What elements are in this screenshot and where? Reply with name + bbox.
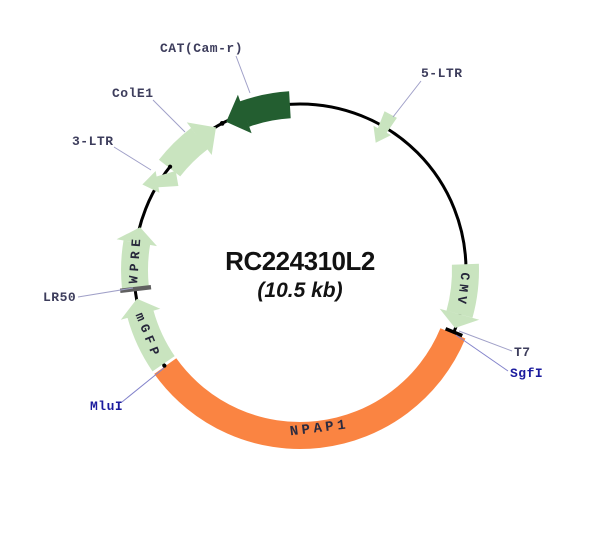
plasmid-size-subtitle: (10.5 kb): [257, 279, 342, 302]
callout-line-t7: [458, 330, 513, 352]
feature-arrow-wpre: [116, 227, 157, 289]
callout-line-3ltr: [113, 146, 152, 171]
site-junction-dot-cat-cole1: [219, 121, 225, 126]
label-mlui: MluI: [90, 399, 123, 414]
label-lr50: LR50: [43, 290, 76, 305]
label-sgfi: SgfI: [510, 366, 543, 381]
label-t7: T7: [514, 345, 531, 360]
feature-arrow-cmv: [439, 263, 480, 328]
callout-line-mlui: [121, 367, 165, 403]
site-lr50-gray-bar: [119, 284, 152, 294]
feature-arrow-3ltr: [142, 170, 179, 193]
feature-label-wpre: WPRE: [126, 234, 144, 284]
feature-label-cmv: CMV: [453, 272, 472, 309]
label-5ltr: 5-LTR: [421, 66, 463, 81]
plasmid-title: RC224310L2: [225, 246, 375, 276]
site-junction-dot-3ltr-cole1: [168, 164, 173, 169]
feature-arc-npap1: [154, 328, 466, 449]
feature-arrow-cole1: [158, 122, 216, 177]
site-mlui-site-dot: [162, 363, 167, 368]
feature-label-npap1: NPAP1: [289, 417, 350, 440]
callout-line-sgfi: [455, 334, 509, 372]
label-cat: CAT(Cam-r): [160, 41, 243, 56]
label-cole1: ColE1: [112, 86, 154, 101]
site-t7-sgfi-site-tick: [444, 327, 463, 338]
callout-line-cole1: [152, 99, 186, 133]
feature-arrow-5ltr: [373, 111, 397, 143]
feature-arrow-mgfp: [120, 298, 175, 372]
callout-line-5ltr: [392, 80, 422, 118]
callout-line-cat: [235, 55, 251, 94]
feature-arrow-cat: [226, 91, 291, 134]
callout-line-lr50: [77, 287, 134, 298]
label-3ltr: 3-LTR: [72, 134, 114, 149]
